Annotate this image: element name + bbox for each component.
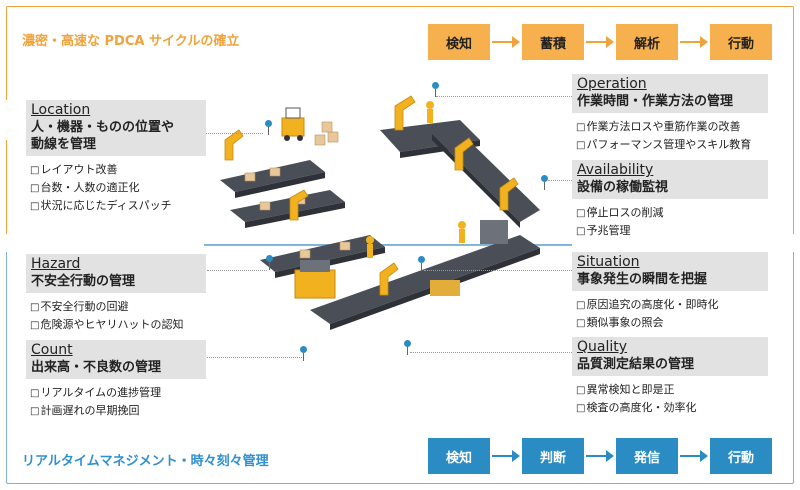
card-situation-list: 原因追究の高度化・即時化 類似事象の照会 bbox=[576, 296, 768, 332]
realtime-step-send: 発信 bbox=[616, 438, 678, 474]
robot-arms bbox=[224, 95, 519, 296]
list-item: 状況に応じたディスパッチ bbox=[30, 197, 206, 215]
list-item: 危険源やヒヤリハットの認知 bbox=[30, 316, 206, 334]
card-hazard-header: Hazard 不安全行動の管理 bbox=[26, 254, 206, 293]
arrow-right-icon bbox=[584, 24, 616, 60]
card-hazard-name: Hazard bbox=[31, 256, 81, 272]
card-count-name: Count bbox=[31, 342, 73, 358]
pdca-step-accumulate: 蓄積 bbox=[522, 24, 584, 60]
card-operation-desc-1: 作業時間・作業方法の管理 bbox=[577, 94, 734, 109]
card-situation: Situation 事象発生の瞬間を把握 原因追究の高度化・即時化 類似事象の照… bbox=[572, 252, 768, 332]
list-item: 台数・人数の適正化 bbox=[30, 179, 206, 197]
card-count-desc-1: 出来高・不良数の管理 bbox=[31, 360, 162, 375]
card-operation-list: 作業方法ロスや重筋作業の改善 パフォーマンス管理やスキル教育 bbox=[576, 118, 768, 154]
leader-count bbox=[207, 357, 302, 358]
card-location-desc-2: 動線を管理 bbox=[31, 137, 97, 152]
leader-situation bbox=[424, 270, 574, 271]
arrow-right-icon bbox=[678, 438, 710, 474]
arrow-right-icon bbox=[584, 438, 616, 474]
card-quality-desc-1: 品質測定結果の管理 bbox=[577, 357, 695, 372]
arrow-right-icon bbox=[678, 24, 710, 60]
list-item: レイアウト改善 bbox=[30, 161, 206, 179]
card-situation-name: Situation bbox=[577, 254, 640, 270]
card-quality-header: Quality 品質測定結果の管理 bbox=[572, 337, 768, 376]
card-operation-header: Operation 作業時間・作業方法の管理 bbox=[572, 74, 768, 113]
map-pin-icon bbox=[432, 82, 439, 97]
pdca-step-act: 行動 bbox=[710, 24, 772, 60]
map-pin-icon bbox=[418, 256, 425, 271]
list-item: 作業方法ロスや重筋作業の改善 bbox=[576, 118, 768, 136]
forklift bbox=[281, 107, 305, 141]
machines bbox=[294, 220, 508, 299]
card-operation: Operation 作業時間・作業方法の管理 作業方法ロスや重筋作業の改善 パフ… bbox=[572, 74, 768, 154]
factory-illustration bbox=[220, 95, 540, 330]
card-operation-name: Operation bbox=[577, 76, 647, 92]
realtime-step-detect: 検知 bbox=[428, 438, 490, 474]
map-pin-icon bbox=[266, 255, 273, 270]
card-count-header: Count 出来高・不良数の管理 bbox=[26, 340, 206, 379]
leader-availability bbox=[548, 180, 574, 181]
list-item: 類似事象の照会 bbox=[576, 314, 768, 332]
map-pin-icon bbox=[300, 346, 307, 361]
card-location-name: Location bbox=[31, 102, 91, 118]
arrow-right-icon bbox=[490, 24, 522, 60]
pdca-flow: 検知 蓄積 解析 行動 bbox=[428, 24, 772, 60]
list-item: 不安全行動の回避 bbox=[30, 298, 206, 316]
card-location-list: レイアウト改善 台数・人数の適正化 状況に応じたディスパッチ bbox=[30, 161, 206, 215]
list-item: 検査の高度化・効率化 bbox=[576, 399, 768, 417]
pdca-step-detect: 検知 bbox=[428, 24, 490, 60]
map-pin-icon bbox=[541, 175, 548, 190]
card-location-desc-1: 人・機器・ものの位置や bbox=[31, 120, 175, 135]
card-situation-header: Situation 事象発生の瞬間を把握 bbox=[572, 252, 768, 291]
list-item: リアルタイムの進捗管理 bbox=[30, 384, 206, 402]
card-quality-list: 異常検知と即是正 検査の高度化・効率化 bbox=[576, 381, 768, 417]
pdca-step-analyze: 解析 bbox=[616, 24, 678, 60]
conveyor-upper-right bbox=[380, 120, 540, 228]
map-pin-icon bbox=[265, 120, 272, 135]
card-availability-desc-1: 設備の稼働監視 bbox=[577, 180, 669, 195]
card-availability-name: Availability bbox=[577, 162, 654, 178]
card-hazard: Hazard 不安全行動の管理 不安全行動の回避 危険源やヒヤリハットの認知 bbox=[26, 254, 206, 334]
realtime-step-judge: 判断 bbox=[522, 438, 584, 474]
map-pin-icon bbox=[404, 340, 411, 355]
card-hazard-desc-1: 不安全行動の管理 bbox=[31, 274, 136, 289]
pdca-section-title: 濃密・高速な PDCA サイクルの確立 bbox=[22, 34, 240, 49]
workers bbox=[366, 101, 466, 258]
card-availability-header: Availability 設備の稼働監視 bbox=[572, 160, 768, 199]
list-item: 原因追究の高度化・即時化 bbox=[576, 296, 768, 314]
card-count-list: リアルタイムの進捗管理 計画遅れの早期挽回 bbox=[30, 384, 206, 420]
leader-hazard bbox=[207, 270, 267, 271]
list-item: 予兆管理 bbox=[576, 222, 768, 240]
list-item: 計画遅れの早期挽回 bbox=[30, 402, 206, 420]
list-item: パフォーマンス管理やスキル教育 bbox=[576, 136, 768, 154]
card-situation-desc-1: 事象発生の瞬間を把握 bbox=[577, 272, 708, 287]
card-hazard-list: 不安全行動の回避 危険源やヒヤリハットの認知 bbox=[30, 298, 206, 334]
card-count: Count 出来高・不良数の管理 リアルタイムの進捗管理 計画遅れの早期挽回 bbox=[26, 340, 206, 420]
card-location-header: Location 人・機器・ものの位置や 動線を管理 bbox=[26, 100, 206, 156]
leader-quality bbox=[410, 352, 574, 353]
frame-gap-divider-left bbox=[0, 234, 204, 252]
realtime-step-act: 行動 bbox=[710, 438, 772, 474]
card-availability-list: 停止ロスの削減 予兆管理 bbox=[576, 204, 768, 240]
list-item: 異常検知と即是正 bbox=[576, 381, 768, 399]
card-location: Location 人・機器・ものの位置や 動線を管理 レイアウト改善 台数・人数… bbox=[26, 100, 206, 215]
leader-location bbox=[205, 133, 263, 134]
realtime-flow: 検知 判断 発信 行動 bbox=[428, 438, 772, 474]
realtime-frame bbox=[6, 244, 794, 484]
card-quality-name: Quality bbox=[577, 339, 628, 355]
list-item: 停止ロスの削減 bbox=[576, 204, 768, 222]
card-availability: Availability 設備の稼働監視 停止ロスの削減 予兆管理 bbox=[572, 160, 768, 240]
realtime-section-title: リアルタイムマネジメント・時々刻々管理 bbox=[22, 454, 269, 469]
leader-operation bbox=[436, 96, 574, 97]
card-quality: Quality 品質測定結果の管理 異常検知と即是正 検査の高度化・効率化 bbox=[572, 337, 768, 417]
arrow-right-icon bbox=[490, 438, 522, 474]
